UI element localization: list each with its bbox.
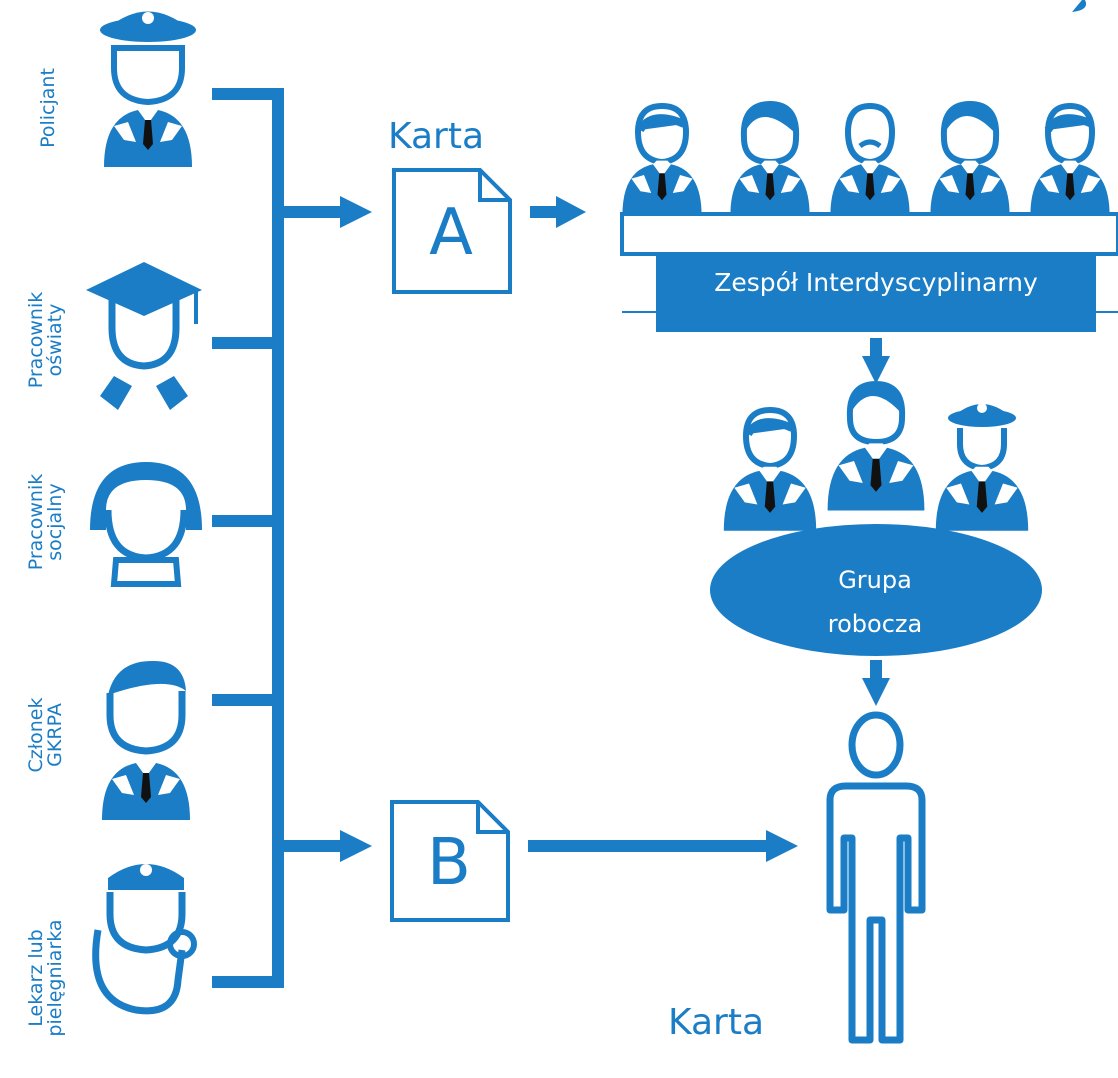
social-worker-icon — [90, 462, 202, 587]
card-a-letter: A — [429, 196, 473, 270]
doctor-nurse-icon — [92, 864, 197, 1015]
reporter-label-gkrpa: Członek GKRPA — [25, 697, 66, 773]
working-group-icon — [710, 380, 1042, 656]
corner-arrow-icon — [1072, 0, 1087, 12]
interdisciplinary-team-icon — [620, 100, 1118, 332]
working-group-label: Grupa robocza — [827, 566, 923, 638]
document-icon — [392, 168, 512, 294]
document-icon — [390, 800, 510, 922]
team-label: Zespół Interdyscyplinarny — [714, 268, 1038, 297]
reporter-bracket — [212, 88, 284, 988]
arrow-group-to-person — [862, 660, 890, 706]
arrow-to-card-b — [278, 830, 372, 862]
reporter-label-social: Pracownik socjalny — [25, 473, 66, 571]
card-a-title: Karta — [388, 116, 485, 157]
arrow-to-card-a — [278, 196, 372, 228]
reporter-label-doctor: Lekarz lub pielęgniarka — [25, 919, 66, 1037]
arrow-team-to-group — [862, 338, 890, 384]
police-officer-icon — [100, 11, 196, 167]
card-b-letter: B — [427, 826, 471, 900]
arrow-card-b-to-person — [528, 830, 798, 862]
person-icon — [826, 711, 926, 1044]
card-b-title: Karta — [668, 1002, 765, 1043]
gkrpa-member-icon — [102, 660, 190, 820]
arrow-card-a-to-team — [530, 196, 586, 228]
education-worker-icon — [86, 262, 202, 410]
reporter-label-police: Policjant — [36, 68, 59, 148]
reporter-label-education: Pracownik oświaty — [25, 291, 66, 389]
